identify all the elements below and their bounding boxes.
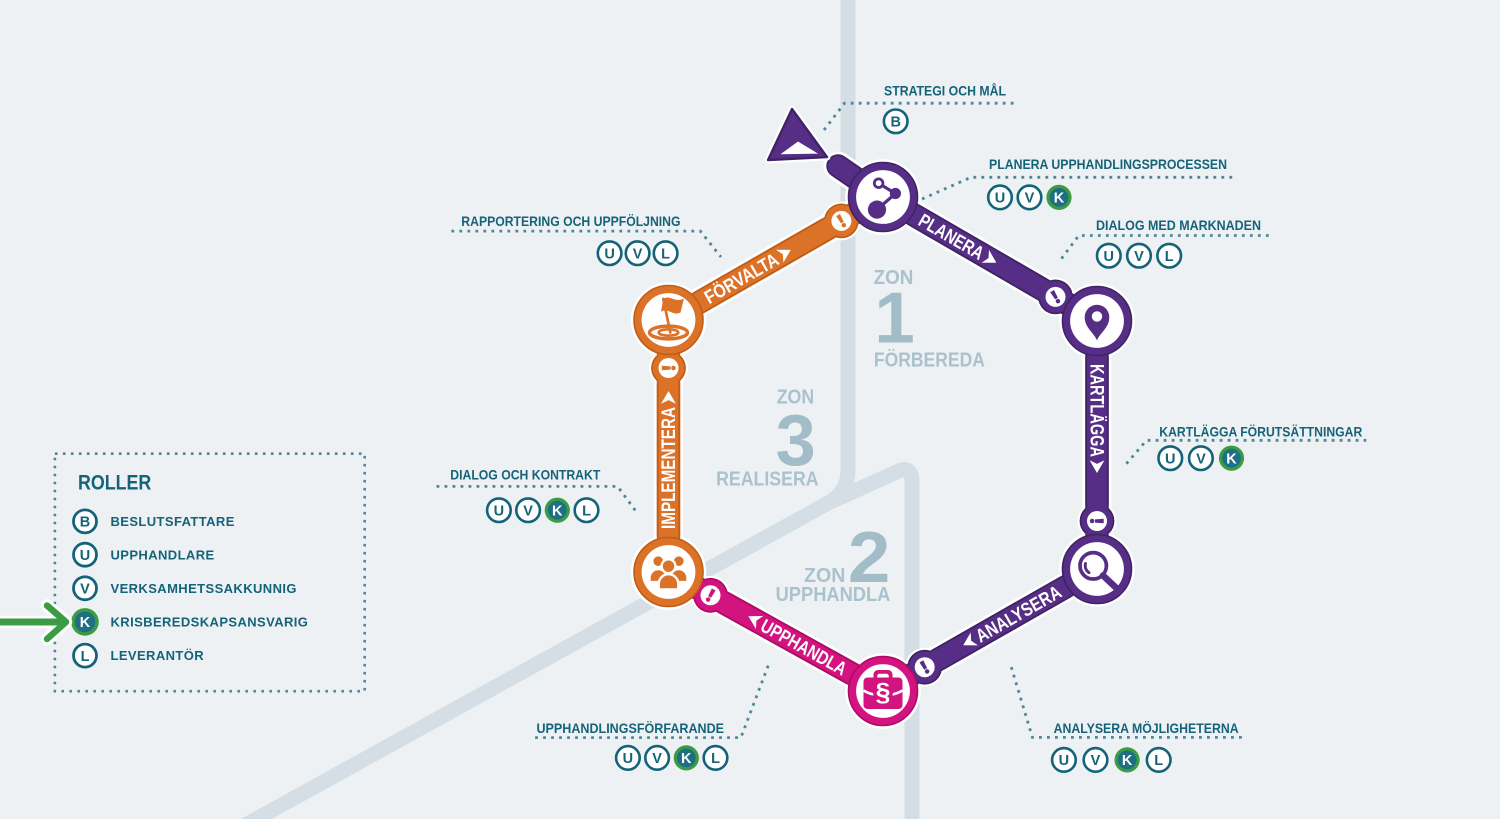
svg-text:L: L bbox=[1165, 249, 1174, 265]
svg-text:ROLLER: ROLLER bbox=[78, 472, 151, 495]
svg-text:UPPHANDLARE: UPPHANDLARE bbox=[111, 547, 215, 562]
svg-text:UPPHANDLINGSFÖRFARANDE: UPPHANDLINGSFÖRFARANDE bbox=[537, 720, 725, 736]
svg-text:KRISBEREDSKAPSANSVARIG: KRISBEREDSKAPSANSVARIG bbox=[111, 615, 309, 630]
svg-text:L: L bbox=[1154, 753, 1163, 769]
svg-text:ANALYSERA MÖJLIGHETERNA: ANALYSERA MÖJLIGHETERNA bbox=[1054, 720, 1239, 736]
svg-text:L: L bbox=[582, 503, 591, 519]
svg-text:L: L bbox=[711, 751, 720, 767]
svg-text:U: U bbox=[80, 548, 90, 564]
svg-text:KARTLÄGGA: KARTLÄGGA bbox=[1085, 364, 1106, 457]
svg-text:RAPPORTERING OCH UPPFÖLJNING: RAPPORTERING OCH UPPFÖLJNING bbox=[461, 213, 680, 229]
svg-text:K: K bbox=[1054, 191, 1065, 207]
svg-text:1: 1 bbox=[874, 279, 914, 359]
svg-text:REALISERA: REALISERA bbox=[716, 468, 819, 490]
svg-text:V: V bbox=[1025, 191, 1035, 207]
svg-text:U: U bbox=[1059, 753, 1069, 769]
svg-text:3: 3 bbox=[776, 401, 816, 481]
svg-text:B: B bbox=[890, 115, 900, 131]
svg-text:K: K bbox=[1122, 753, 1133, 769]
svg-text:BESLUTSFATTARE: BESLUTSFATTARE bbox=[111, 514, 235, 529]
svg-text:V: V bbox=[1196, 451, 1206, 467]
svg-text:DIALOG OCH KONTRAKT: DIALOG OCH KONTRAKT bbox=[450, 467, 600, 483]
svg-text:ZON: ZON bbox=[874, 267, 914, 289]
svg-text:ZON: ZON bbox=[804, 565, 845, 587]
svg-text:2: 2 bbox=[848, 518, 891, 598]
svg-text:V: V bbox=[1091, 753, 1101, 769]
svg-text:B: B bbox=[80, 515, 90, 531]
svg-text:§: § bbox=[876, 677, 891, 707]
svg-text:U: U bbox=[623, 751, 633, 767]
svg-text:V: V bbox=[1134, 249, 1144, 265]
svg-text:K: K bbox=[1226, 451, 1237, 467]
svg-text:L: L bbox=[661, 246, 670, 262]
svg-text:L: L bbox=[81, 649, 90, 665]
svg-text:DIALOG MED MARKNADEN: DIALOG MED MARKNADEN bbox=[1096, 217, 1261, 233]
svg-text:K: K bbox=[80, 615, 91, 631]
svg-text:KARTLÄGGA FÖRUTSÄTTNINGAR: KARTLÄGGA FÖRUTSÄTTNINGAR bbox=[1159, 423, 1362, 439]
svg-text:U: U bbox=[1104, 249, 1114, 265]
svg-text:K: K bbox=[552, 503, 563, 519]
svg-text:U: U bbox=[1165, 451, 1175, 467]
svg-text:IMPLEMENTERA: IMPLEMENTERA bbox=[659, 407, 680, 529]
svg-text:STRATEGI OCH MÅL: STRATEGI OCH MÅL bbox=[884, 82, 1006, 98]
svg-text:V: V bbox=[633, 246, 643, 262]
svg-text:LEVERANTÖR: LEVERANTÖR bbox=[111, 648, 205, 663]
svg-text:PLANERA UPPHANDLINGSPROCESSEN: PLANERA UPPHANDLINGSPROCESSEN bbox=[989, 156, 1227, 172]
svg-text:FÖRBEREDA: FÖRBEREDA bbox=[874, 348, 985, 371]
svg-text:V: V bbox=[80, 582, 90, 598]
svg-text:U: U bbox=[494, 503, 504, 519]
svg-text:V: V bbox=[523, 503, 533, 519]
svg-text:ZON: ZON bbox=[777, 386, 815, 408]
svg-text:U: U bbox=[604, 246, 614, 262]
svg-text:U: U bbox=[995, 191, 1005, 207]
svg-text:UPPHANDLA: UPPHANDLA bbox=[776, 584, 891, 606]
svg-text:VERKSAMHETSSAKKUNNIG: VERKSAMHETSSAKKUNNIG bbox=[111, 581, 297, 596]
svg-text:K: K bbox=[681, 751, 692, 767]
svg-text:V: V bbox=[652, 751, 662, 767]
